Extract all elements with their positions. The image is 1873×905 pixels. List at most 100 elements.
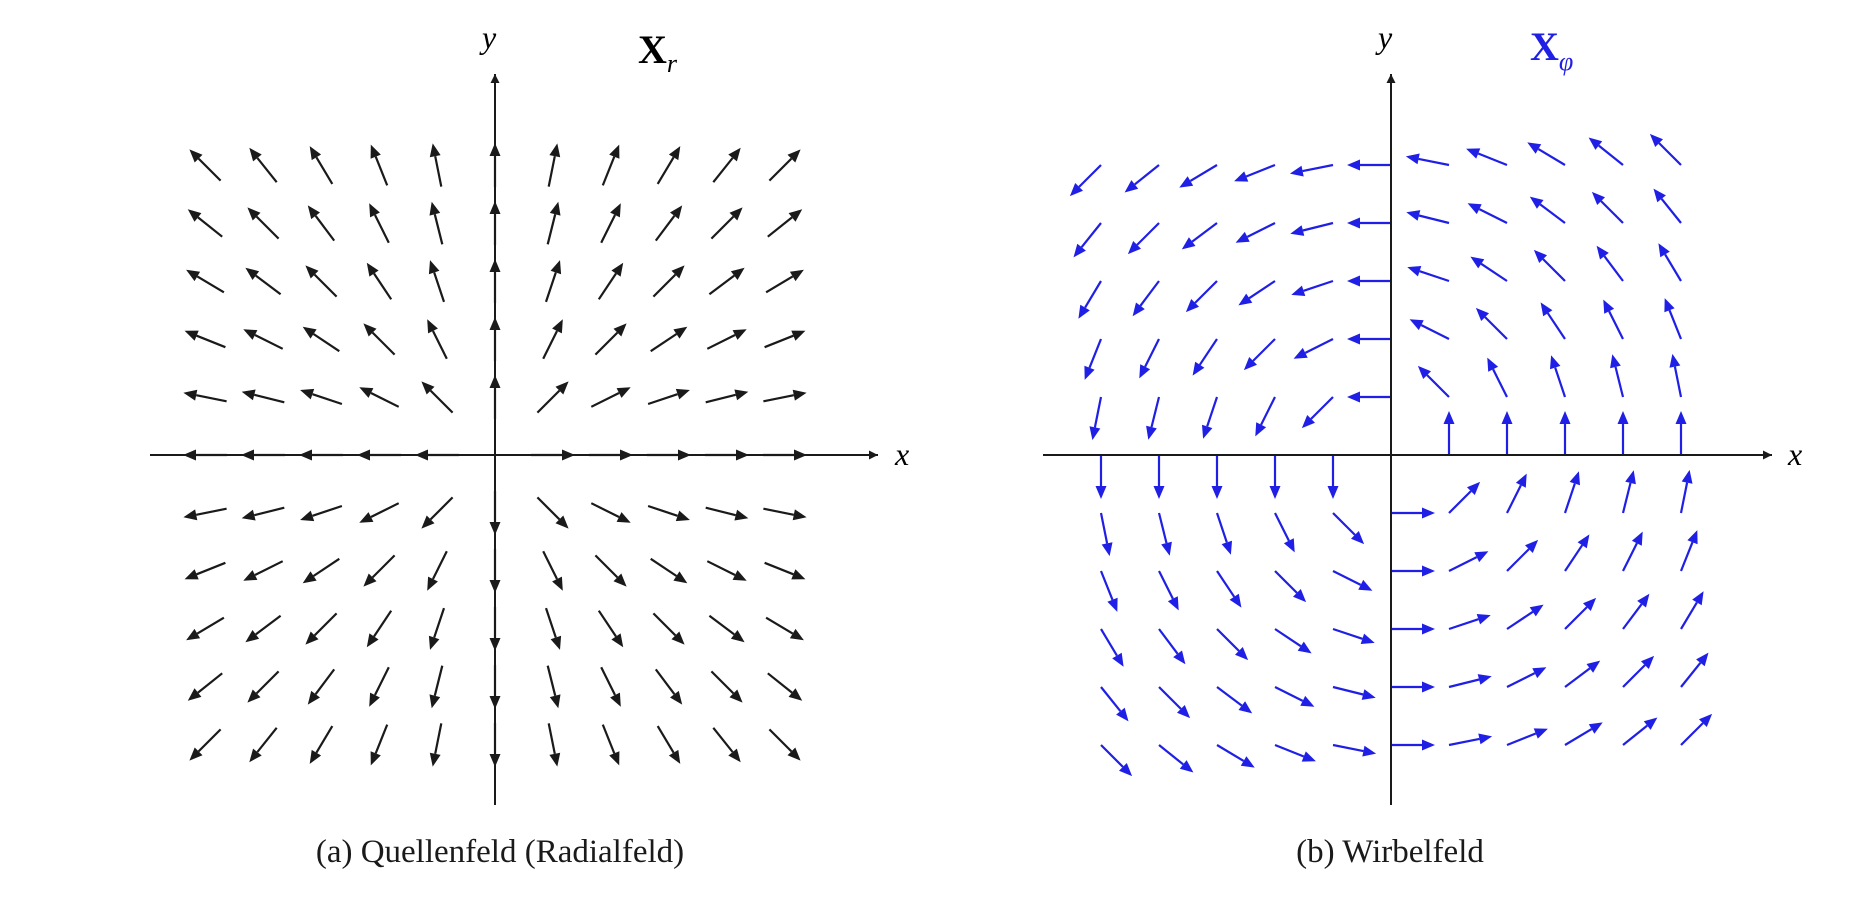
field-arrow-head	[1675, 411, 1687, 424]
field-arrow-head	[243, 570, 258, 581]
field-arrow	[1564, 534, 1590, 572]
field-arrow-head	[1101, 542, 1113, 557]
field-arrow-shaft	[768, 157, 793, 182]
field-arrow-head	[1532, 667, 1547, 679]
field-arrow	[656, 725, 681, 764]
field-arrow	[1448, 614, 1491, 631]
field-arrow	[1529, 196, 1566, 224]
field-arrow-shaft	[256, 727, 278, 753]
field-arrow-head	[1617, 411, 1629, 424]
field-arrow-head	[609, 144, 620, 159]
field-arrow-shaft	[1157, 512, 1168, 544]
field-title: Xr	[638, 27, 678, 78]
field-arrow-shaft	[1332, 570, 1362, 586]
field-arrow	[1540, 302, 1566, 340]
field-arrow-head	[1533, 249, 1547, 263]
field-arrow	[1274, 743, 1316, 762]
field-arrow	[1153, 455, 1165, 499]
field-arrow-shaft	[1274, 512, 1290, 542]
field-arrow-shaft	[1274, 743, 1305, 758]
field-arrow-shaft	[429, 496, 454, 521]
field-arrow	[656, 146, 681, 185]
field-arrow-shaft	[597, 272, 617, 300]
field-arrow	[1179, 164, 1218, 188]
field-arrow-shaft	[1679, 541, 1694, 572]
field-arrow-shaft	[1564, 544, 1584, 572]
field-arrow-shaft	[1622, 542, 1638, 572]
field-arrow-head	[668, 749, 681, 764]
field-arrow-shaft	[1680, 662, 1702, 688]
field-arrow	[1235, 222, 1276, 243]
field-arrow	[305, 612, 338, 645]
field-arrow-shaft	[371, 554, 396, 579]
field-arrow	[1332, 570, 1373, 591]
field-arrow	[1591, 191, 1624, 224]
field-arrow-head	[1467, 203, 1482, 215]
field-arrow-shaft	[706, 334, 736, 350]
field-arrow-shaft	[314, 215, 336, 242]
y-axis-label: y	[479, 19, 497, 55]
field-arrow-head	[789, 269, 804, 282]
field-arrow	[763, 507, 807, 521]
field-arrow	[1293, 338, 1334, 359]
field-arrow	[1139, 338, 1160, 379]
field-arrow-head	[1351, 531, 1365, 545]
field-arrow-head	[1361, 689, 1376, 700]
field-arrow-shaft	[1622, 724, 1648, 746]
field-arrow	[1132, 280, 1160, 317]
field-arrow	[1127, 222, 1160, 255]
field-arrow-head	[671, 631, 685, 645]
field-arrow-head	[302, 571, 317, 584]
field-arrow-shaft	[432, 330, 448, 360]
field-arrow-shaft	[767, 216, 793, 238]
field-arrow	[1181, 222, 1218, 250]
field-arrow-head	[1649, 133, 1663, 147]
field-arrow-shaft	[1448, 737, 1480, 747]
field-arrow	[1391, 681, 1435, 693]
field-arrow-head	[613, 323, 627, 337]
field-arrow-shaft	[1078, 164, 1102, 188]
field-arrow-shaft	[712, 727, 734, 753]
field-arrow	[763, 389, 807, 403]
field-arrow	[546, 201, 561, 245]
field-arrow-shaft	[1274, 570, 1298, 594]
field-arrow	[370, 724, 389, 766]
field-arrow-head	[555, 381, 569, 395]
field-arrow-shaft	[1332, 743, 1364, 753]
field-arrow	[1301, 396, 1334, 429]
field-arrow-head	[1525, 539, 1539, 553]
field-arrow-shaft	[601, 724, 616, 754]
field-arrow-shaft	[1484, 316, 1508, 340]
field-arrow-head	[1407, 266, 1422, 277]
field-arrow	[547, 143, 561, 187]
field-arrow	[1391, 739, 1435, 751]
field-arrow-head	[791, 330, 806, 341]
field-arrow-shaft	[429, 389, 454, 414]
field-arrow	[594, 554, 627, 587]
field-arrow-head	[1409, 319, 1424, 331]
field-arrow-head	[1185, 299, 1199, 313]
field-arrow-shaft	[1158, 628, 1179, 655]
field-arrow	[594, 323, 627, 356]
field-arrow	[708, 614, 745, 643]
field-arrow	[710, 207, 743, 240]
field-arrow	[309, 146, 334, 185]
field-arrow	[1506, 604, 1544, 630]
field-arrow-head	[1238, 293, 1253, 306]
field-arrow	[1099, 570, 1118, 612]
field-arrow-head	[186, 269, 201, 282]
field-arrow-shaft	[547, 155, 556, 187]
field-arrow-shaft	[1603, 255, 1624, 282]
field-arrow	[1146, 396, 1161, 440]
field-arrow-head	[1360, 633, 1375, 644]
field-arrow	[710, 670, 743, 703]
field-arrow-shaft	[601, 156, 616, 186]
field-arrow-head	[1696, 652, 1709, 667]
panel-caption: (a) Quellenfeld (Radialfeld)	[316, 834, 684, 870]
field-arrow-shaft	[1673, 366, 1683, 398]
field-arrow	[601, 724, 620, 766]
field-arrow	[544, 260, 562, 303]
field-arrow	[650, 326, 688, 353]
field-arrow-shaft	[705, 393, 736, 404]
field-arrow-head	[549, 752, 561, 767]
